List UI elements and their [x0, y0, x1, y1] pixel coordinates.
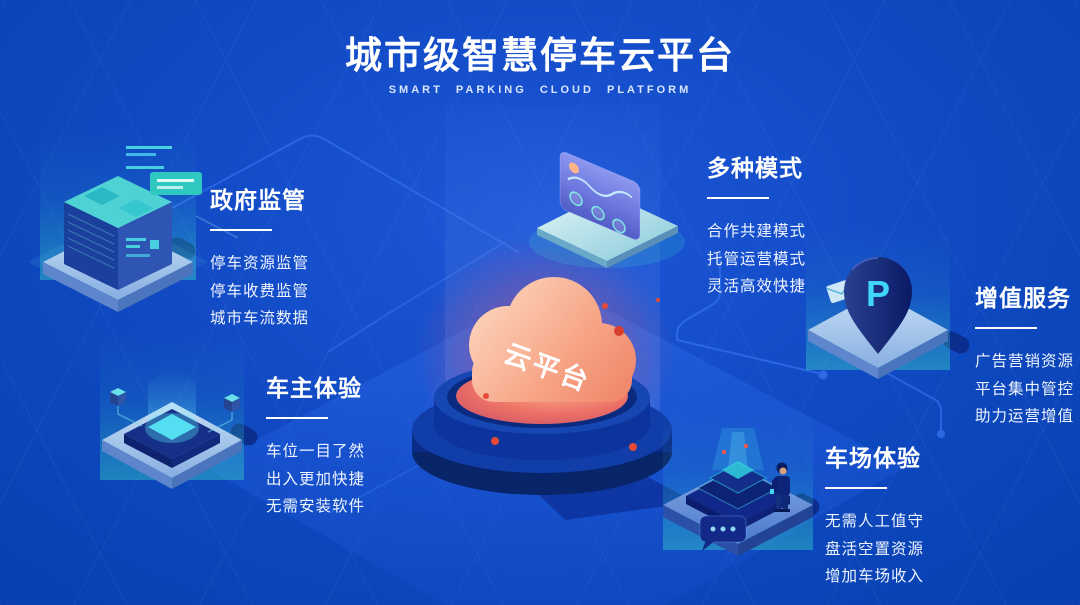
attendant-icon	[663, 402, 813, 556]
section-underline	[825, 487, 887, 489]
section-value-added-services: 增值服务 广告营销资源 平台集中管控 助力运营增值	[975, 279, 1074, 431]
section-items: 无需人工值守 盘活空置资源 增加车场收入	[825, 508, 924, 591]
section-title: 政府监管	[210, 187, 306, 213]
section-item: 城市车流数据	[210, 310, 310, 327]
section-underline	[707, 197, 769, 199]
section-item: 盘活空置资源	[825, 540, 925, 558]
section-item: 车位一目了然	[266, 443, 366, 460]
circuit-lines	[171, 134, 945, 513]
red-particles	[483, 298, 660, 451]
section-items: 停车资源监管 停车收费监管 城市车流数据	[210, 250, 309, 333]
section-government-supervision: 政府监管 停车资源监管 停车收费监管 城市车流数据	[210, 181, 309, 333]
server-icon	[28, 130, 239, 312]
section-parking-lot-experience: 车场体验 无需人工值守 盘活空置资源 增加车场收入	[825, 439, 924, 591]
section-item: 停车收费监管	[210, 282, 310, 300]
parking-pin-icon: P	[806, 228, 950, 379]
section-item: 无需人工值守	[825, 513, 925, 530]
section-driver-experience: 车主体验 车位一目了然 出入更加快捷 无需安装软件	[266, 369, 365, 521]
section-title: 车场体验	[825, 445, 921, 471]
section-underline	[210, 229, 272, 231]
person-figure	[770, 462, 790, 512]
page-title: 城市级智慧停车云平台	[345, 35, 735, 76]
section-underline	[266, 417, 328, 419]
section-item: 托管运营模式	[707, 250, 807, 268]
section-item: 平台集中管控	[975, 380, 1075, 398]
section-multiple-modes: 多种模式 合作共建模式 托管运营模式 灵活高效快捷	[707, 149, 806, 301]
section-items: 合作共建模式 托管运营模式 灵活高效快捷	[707, 218, 806, 301]
section-item: 灵活高效快捷	[707, 278, 807, 295]
section-item: 增加车场收入	[825, 568, 925, 585]
laptop-dashboard-icon	[529, 151, 685, 268]
section-items: 广告营销资源 平台集中管控 助力运营增值	[975, 348, 1074, 431]
section-title: 车主体验	[266, 375, 362, 401]
section-underline	[975, 327, 1037, 329]
section-item: 停车资源监管	[210, 255, 310, 272]
mini-cube	[207, 394, 240, 433]
chip-icon	[100, 332, 244, 489]
section-title: 多种模式	[707, 155, 803, 181]
pin-letter: P	[866, 273, 890, 314]
section-item: 出入更加快捷	[266, 470, 366, 488]
section-title: 增值服务	[975, 285, 1071, 311]
section-items: 车位一目了然 出入更加快捷 无需安装软件	[266, 438, 365, 521]
section-item: 广告营销资源	[975, 353, 1075, 370]
page-subtitle: SMART PARKING CLOUD PLATFORM	[388, 84, 692, 96]
section-item: 合作共建模式	[707, 223, 807, 240]
section-item: 助力运营增值	[975, 408, 1075, 425]
speech-bubble	[699, 515, 747, 551]
cloud-icon: 云平台	[469, 277, 636, 402]
data-card	[126, 146, 202, 195]
section-item: 无需安装软件	[266, 498, 366, 515]
mini-cube	[110, 388, 143, 427]
